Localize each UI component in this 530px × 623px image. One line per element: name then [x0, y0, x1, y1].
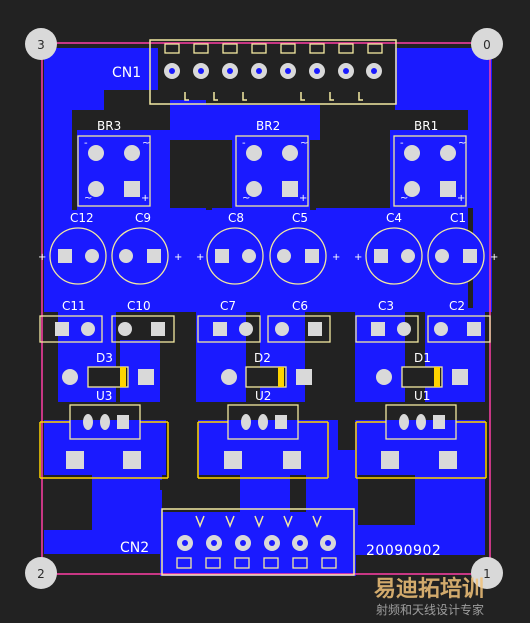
mounting-hole-label: 3 [37, 38, 45, 52]
regulator-u2: U2 [197, 389, 329, 479]
mounting-holes: 3 0 2 1 [25, 28, 503, 589]
c6-label: C6 [292, 299, 308, 313]
diode-d2: D2 [221, 351, 312, 388]
polarity-plus-mark: + [196, 252, 204, 263]
c1-label: C1 [450, 211, 466, 225]
mounting-hole-label: 1 [483, 567, 491, 581]
c3-label: C3 [378, 299, 394, 313]
mounting-hole-label: 2 [37, 567, 45, 581]
bridge-plus-mark: + [299, 193, 307, 204]
cap-c3: C3 [355, 299, 419, 343]
br2-label: BR2 [256, 119, 280, 133]
mounting-hole-label: 0 [483, 38, 491, 52]
c11-label: C11 [62, 299, 86, 313]
bridge-minus-mark: - [84, 138, 88, 149]
bridge-ac-mark: ~ [142, 138, 150, 149]
c9-label: C9 [135, 211, 151, 225]
electrolytic-caps: C12 + C9 + C8 + C5 + C4 + [38, 211, 498, 285]
watermark-subtitle: 射频和天线设计专家 [376, 602, 484, 617]
d2-label: D2 [254, 351, 271, 365]
bridge-ac-mark: ~ [242, 193, 250, 204]
bridge-minus-mark: - [400, 138, 404, 149]
bridge-plus-mark: + [141, 193, 149, 204]
bridge-br3: BR3 - ~ ~ + [77, 119, 151, 207]
mounting-hole-3 [25, 28, 57, 60]
d1-label: D1 [414, 351, 431, 365]
regulator-u3: U3 [39, 389, 169, 479]
bridge-ac-mark: ~ [400, 193, 408, 204]
connector-cn1: CN1 [112, 39, 397, 105]
polarity-plus-mark: + [332, 252, 340, 263]
u2-label: U2 [255, 389, 271, 403]
bridge-br2: BR2 - ~ ~ + [235, 119, 309, 207]
bridge-ac-mark: ~ [458, 138, 466, 149]
board-outline [41, 42, 491, 575]
cn2-label: CN2 [120, 540, 149, 556]
bridge-minus-mark: - [242, 138, 246, 149]
c7-label: C7 [220, 299, 236, 313]
mounting-hole-1 [471, 557, 503, 589]
bridge-ac-mark: ~ [84, 193, 92, 204]
polarity-plus-mark: + [174, 252, 182, 263]
cap-c7: C7 [197, 299, 261, 343]
u1-label: U1 [414, 389, 430, 403]
c12-label: C12 [70, 211, 94, 225]
cap-c4: C4 + [354, 211, 423, 285]
polarity-plus-mark: + [38, 252, 46, 263]
bridge-br1: BR1 - ~ ~ + [393, 119, 467, 207]
cap-c11: C11 [39, 299, 103, 343]
c4-label: C4 [386, 211, 402, 225]
date-code: 20090902 [366, 543, 441, 559]
ceramic-caps: C11 C10 C7 C6 C3 C2 [39, 299, 491, 343]
bridge-plus-mark: + [457, 193, 465, 204]
mounting-hole-0 [471, 28, 503, 60]
cap-c2: C2 [427, 299, 491, 343]
polarity-plus-mark: + [354, 252, 362, 263]
bridge-ac-mark: ~ [300, 138, 308, 149]
watermark-title: 易迪拓培训 [374, 576, 484, 602]
regulator-u1: U1 [355, 389, 487, 479]
regulators: U3 U2 U1 [39, 389, 487, 479]
diodes: D3 D2 D1 [62, 351, 468, 388]
cap-c8: C8 + [196, 211, 264, 285]
cap-c12: C12 + [38, 211, 107, 285]
mounting-hole-2 [25, 557, 57, 589]
cn1-label: CN1 [112, 65, 141, 81]
br3-label: BR3 [97, 119, 121, 133]
cap-c6: C6 [267, 299, 331, 343]
cap-c5: C5 + [269, 211, 340, 285]
cap-c9: C9 + [111, 211, 182, 285]
connector-cn2: CN2 [120, 508, 355, 576]
br1-label: BR1 [414, 119, 438, 133]
watermark: 易迪拓培训 射频和天线设计专家 [374, 576, 484, 617]
copper-pour [44, 48, 492, 576]
c2-label: C2 [449, 299, 465, 313]
c10-label: C10 [127, 299, 151, 313]
cap-c1: C1 + [427, 211, 498, 285]
cap-c10: C10 [111, 299, 175, 343]
c8-label: C8 [228, 211, 244, 225]
diode-d3: D3 [62, 351, 154, 388]
d3-label: D3 [96, 351, 113, 365]
u3-label: U3 [96, 389, 112, 403]
c5-label: C5 [292, 211, 308, 225]
polarity-plus-mark: + [490, 252, 498, 263]
diode-d1: D1 [376, 351, 468, 388]
